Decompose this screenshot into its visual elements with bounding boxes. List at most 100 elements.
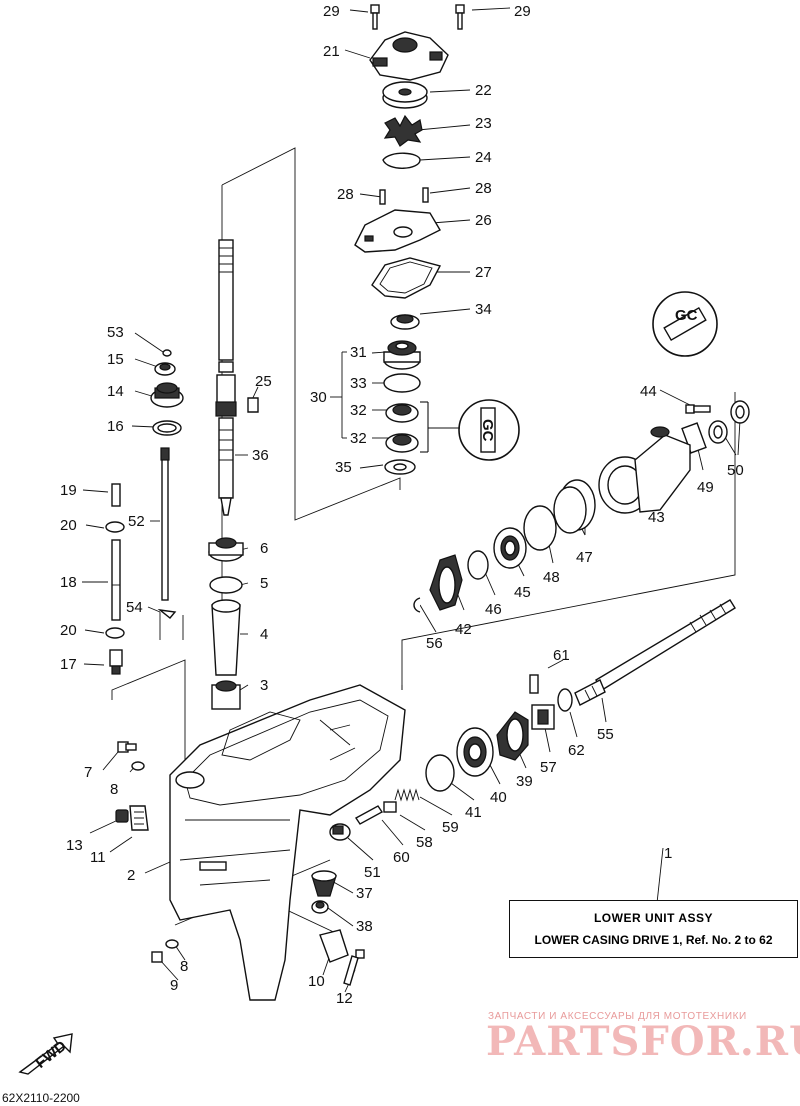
oil-seal-6: [208, 537, 244, 562]
seal-32-upper: [385, 403, 419, 423]
housing-31: [383, 340, 421, 370]
taper-bearing-40: [456, 727, 494, 777]
dowel-pin-28-left: [379, 189, 386, 205]
callout-41: 41: [465, 804, 482, 821]
callout-13: 13: [66, 837, 83, 854]
callout-21: 21: [323, 43, 340, 60]
callout-52: 52: [128, 513, 145, 530]
callout-32: 32: [350, 402, 367, 419]
callout-48: 48: [543, 569, 560, 586]
lower-casing-2: [169, 684, 406, 1001]
seal-32-lower: [385, 433, 419, 453]
callout-53: 53: [107, 324, 124, 341]
callout-34: 34: [475, 301, 492, 318]
nut-13: [115, 809, 129, 823]
callout-10: 10: [308, 973, 325, 990]
circlip-56: [413, 597, 421, 613]
callout-46: 46: [485, 601, 502, 618]
callout-20: 20: [60, 517, 77, 534]
callout-12: 12: [336, 990, 353, 1007]
callout-45: 45: [514, 584, 531, 601]
plunger-58: [383, 801, 397, 813]
callout-43: 43: [648, 509, 665, 526]
insert-cartridge-22: [382, 81, 428, 109]
shim-48: [523, 505, 557, 551]
callout-59: 59: [442, 819, 459, 836]
callout-17: 17: [60, 656, 77, 673]
callout-39: 39: [516, 773, 533, 790]
watermark-logo: PARTSFOR.RU: [486, 1018, 800, 1065]
callout-40: 40: [490, 789, 507, 806]
callout-25: 25: [255, 373, 272, 390]
callout-6: 6: [260, 540, 268, 557]
callout-28b: 28: [475, 180, 492, 197]
callout-29b: 29: [514, 3, 531, 20]
gasket-27: [371, 257, 442, 299]
propeller-shaft-55: [574, 599, 736, 706]
callout-18: 18: [60, 574, 77, 591]
callout-14: 14: [107, 383, 124, 400]
callout-8b: 8: [180, 958, 188, 975]
pin-53: [162, 349, 172, 357]
grease-badge-top-label: GC: [675, 307, 698, 324]
washer-8b: [165, 939, 179, 949]
dowel-pin-28-right: [422, 187, 429, 203]
callout-50: 50: [727, 462, 744, 479]
callout-61: 61: [553, 647, 570, 664]
callout-47: 47: [576, 549, 593, 566]
callout-42: 42: [455, 621, 472, 638]
reverse-gear-42: [429, 554, 463, 611]
drive-shaft-36: [215, 239, 237, 516]
callout-33: 33: [350, 375, 367, 392]
callout-numbers: 29 29 21 22 23 24 28 28 26 27 34 53 15 1…: [60, 3, 744, 1007]
callout-30: 30: [310, 389, 327, 406]
callout-62: 62: [568, 742, 585, 759]
seal-50a: [708, 420, 728, 444]
shift-rod-18: [111, 539, 121, 621]
shim-35: [384, 459, 416, 475]
shim-46: [467, 550, 489, 580]
callout-20b: 20: [60, 622, 77, 639]
forward-gear-39: [496, 711, 529, 761]
callout-54: 54: [126, 599, 143, 616]
grease-badge-top: GC: [652, 291, 718, 357]
pump-stack: [354, 4, 465, 475]
callout-22: 22: [475, 82, 492, 99]
watermark-tagline: ЗАПЧАСТИ И АКСЕССУАРЫ ДЛЯ МОТОТЕХНИКИ: [488, 1011, 747, 1022]
outer-plate-26: [354, 209, 441, 253]
bearing-housing-43: [598, 426, 691, 514]
shift-rod-52: [160, 447, 170, 601]
callout-32b: 32: [350, 430, 367, 447]
sleeve-4: [211, 599, 241, 676]
clip-20b: [105, 627, 125, 639]
trim-tab-10: [319, 929, 349, 963]
callout-24: 24: [475, 149, 492, 166]
callout-57: 57: [540, 759, 557, 776]
o-ring-5: [209, 576, 243, 594]
callout-28: 28: [337, 186, 354, 203]
oil-seal-15: [154, 362, 176, 376]
pump-housing-21: [369, 31, 449, 81]
needle-bearing-49: [681, 422, 707, 454]
gasket-24: [382, 152, 421, 169]
cam-51: [329, 823, 351, 841]
callout-37: 37: [356, 885, 373, 902]
bolt-29-right: [455, 4, 465, 30]
shim-41: [425, 754, 455, 792]
assembly-subtitle: LOWER CASING DRIVE 1, Ref. No. 2 to 62: [534, 933, 773, 947]
ring-62: [557, 688, 573, 712]
assembly-title: LOWER UNIT ASSY: [593, 911, 714, 925]
anode-11: [129, 805, 149, 831]
impeller-23: [383, 114, 423, 147]
bearing-45: [493, 527, 527, 569]
callout-23: 23: [475, 115, 492, 132]
callout-44: 44: [640, 383, 657, 400]
callout-5: 5: [260, 575, 268, 592]
callout-58: 58: [416, 834, 433, 851]
callout-11: 11: [90, 849, 106, 866]
callout-8: 8: [110, 781, 118, 798]
callout-27: 27: [475, 264, 492, 281]
callout-26: 26: [475, 212, 492, 229]
callout-35: 35: [335, 459, 352, 476]
callout-49: 49: [697, 479, 714, 496]
